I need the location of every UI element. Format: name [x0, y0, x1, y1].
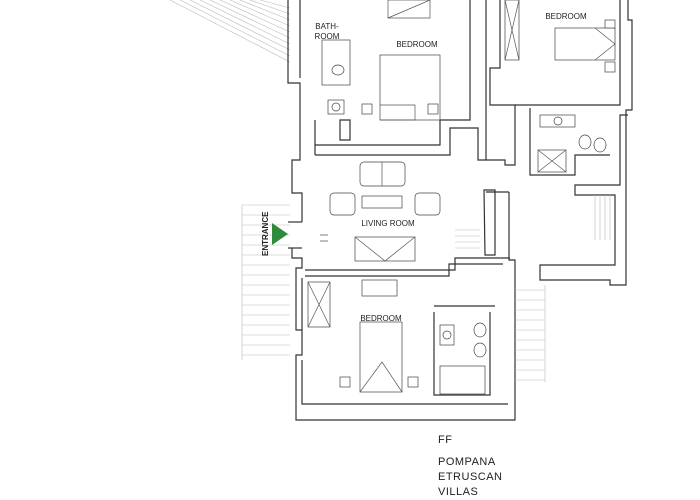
room-label-bedroom-top-center: BEDROOM [396, 40, 438, 49]
exterior-staircase [169, 0, 291, 63]
entrance-arrow-icon [272, 223, 288, 245]
interior-walls [314, 0, 633, 286]
entrance-steps [241, 204, 290, 360]
top-bedroom-bed [361, 0, 441, 121]
property-name-line1: POMPANA [438, 456, 496, 468]
top-bathroom-fixtures [321, 39, 351, 115]
bottom-bedroom-furniture [307, 279, 419, 393]
property-name-line3: VILLAS [438, 486, 479, 498]
room-label-living-room: LIVING ROOM [361, 219, 415, 228]
floor-code: FF [438, 434, 453, 446]
property-name-line2: ETRUSCAN [438, 471, 503, 483]
room-label-bedroom-bottom: BEDROOM [360, 314, 402, 323]
room-label-bathroom-line1: BATH- [315, 22, 339, 31]
entrance-label: ENTRANCE [261, 211, 270, 256]
bottom-right-staircase [515, 285, 546, 382]
top-right-bedroom-furniture [504, 0, 616, 73]
room-label-bathroom-line2: ROOM [315, 32, 340, 41]
right-bathroom-fixtures [537, 114, 607, 173]
living-room-furniture [320, 161, 441, 262]
outer-walls [287, 0, 516, 421]
room-label-bedroom-top-right: BEDROOM [545, 12, 587, 21]
right-staircase [455, 195, 611, 249]
bottom-bathroom-fixtures [433, 305, 495, 396]
